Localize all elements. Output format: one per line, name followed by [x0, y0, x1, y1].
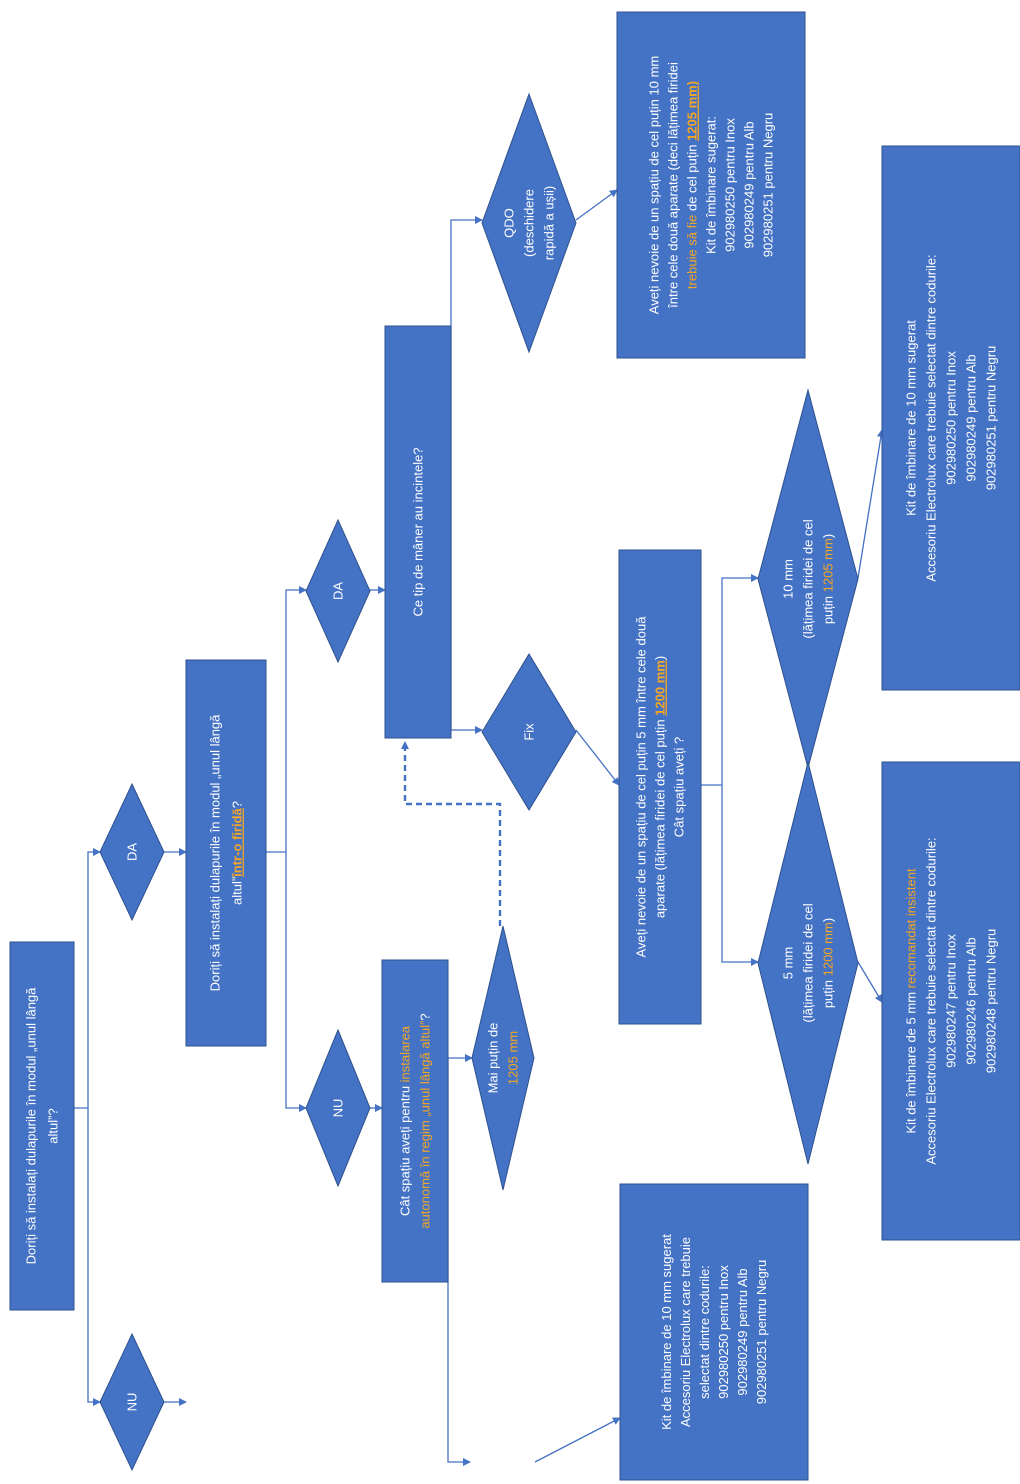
da2-node: DA [305, 518, 371, 664]
kit-10mm-box [881, 145, 1020, 691]
connector-19 [857, 961, 883, 1003]
q-niche-box [185, 659, 267, 1047]
da2-diamond [305, 518, 371, 664]
connector-18 [857, 429, 885, 579]
flowchart-nodes: Doriți să instalați dulapurile în modul … [9, 11, 1020, 1481]
connector-9 [450, 216, 483, 590]
connector-6 [285, 852, 307, 1112]
nu2-diamond [305, 1028, 371, 1188]
q-handle-node: Ce tip de mâner au incintele? [384, 325, 452, 739]
nu1-label: NU [125, 1393, 140, 1412]
q-side-by-side-box [9, 941, 75, 1311]
connector-dashed-feedback [401, 741, 502, 926]
opt-5mm-diamond [757, 761, 859, 1165]
da1-diamond [99, 782, 165, 922]
connector-17 [721, 785, 759, 966]
da2-label: DA [331, 582, 346, 600]
qdo-result-node: Aveți nevoie de un spațiu de cel puțin 1… [616, 11, 806, 359]
nu2-label: NU [331, 1099, 346, 1118]
fix-node: Fix [481, 653, 577, 811]
connector-13 [447, 1054, 473, 1108]
connector-11 [575, 189, 618, 221]
q-side-by-side-label: Doriți să instalați dulapurile în modul … [24, 987, 61, 1265]
kit-standalone-box [619, 1183, 809, 1481]
da1-label: DA [125, 843, 140, 861]
connector-5 [266, 586, 307, 853]
kit-5mm-label: Kit de îmbinare de 5 mm recomandat insis… [904, 837, 999, 1164]
kit-5mm-node: Kit de îmbinare de 5 mm recomandat insis… [881, 761, 1020, 1241]
connector-2 [87, 1108, 101, 1406]
da1-node: DA [99, 782, 165, 922]
connector-16 [701, 574, 759, 786]
connector-15 [534, 1417, 621, 1463]
q-side-by-side-node: Doriți să instalați dulapurile în modul … [9, 941, 75, 1311]
nu2-node: NU [305, 1028, 371, 1188]
nu1-node: NU [99, 1332, 165, 1472]
fix-label: Fix [522, 723, 537, 741]
connector-12 [575, 729, 620, 786]
fix-result-label: Aveți nevoie de un spațiu de cel puțin 5… [634, 616, 687, 958]
q-niche-node: Doriți să instalați dulapurile în modul … [185, 659, 267, 1047]
connector-10 [450, 590, 483, 734]
qdo-result-label: Aveți nevoie de un spațiu de cel puțin 1… [647, 56, 776, 314]
connector-14 [447, 1108, 471, 1466]
fix-result-node: Aveți nevoie de un spațiu de cel puțin 5… [618, 549, 702, 1025]
qdo-result-box [616, 11, 806, 359]
q-handle-box [384, 325, 452, 739]
less-1205-diamond [471, 925, 535, 1191]
q-niche-label: Doriți să instalați dulapurile în modul … [208, 714, 245, 992]
q-space-standalone-box [381, 959, 449, 1283]
qdo-diamond [481, 92, 577, 354]
fix-diamond [481, 653, 577, 811]
connector-1 [74, 848, 101, 1109]
kit-5mm-box [881, 761, 1020, 1241]
nu1-diamond [99, 1332, 165, 1472]
q-handle-label: Ce tip de mâner au incintele? [411, 447, 426, 616]
fix-result-box [618, 549, 702, 1025]
